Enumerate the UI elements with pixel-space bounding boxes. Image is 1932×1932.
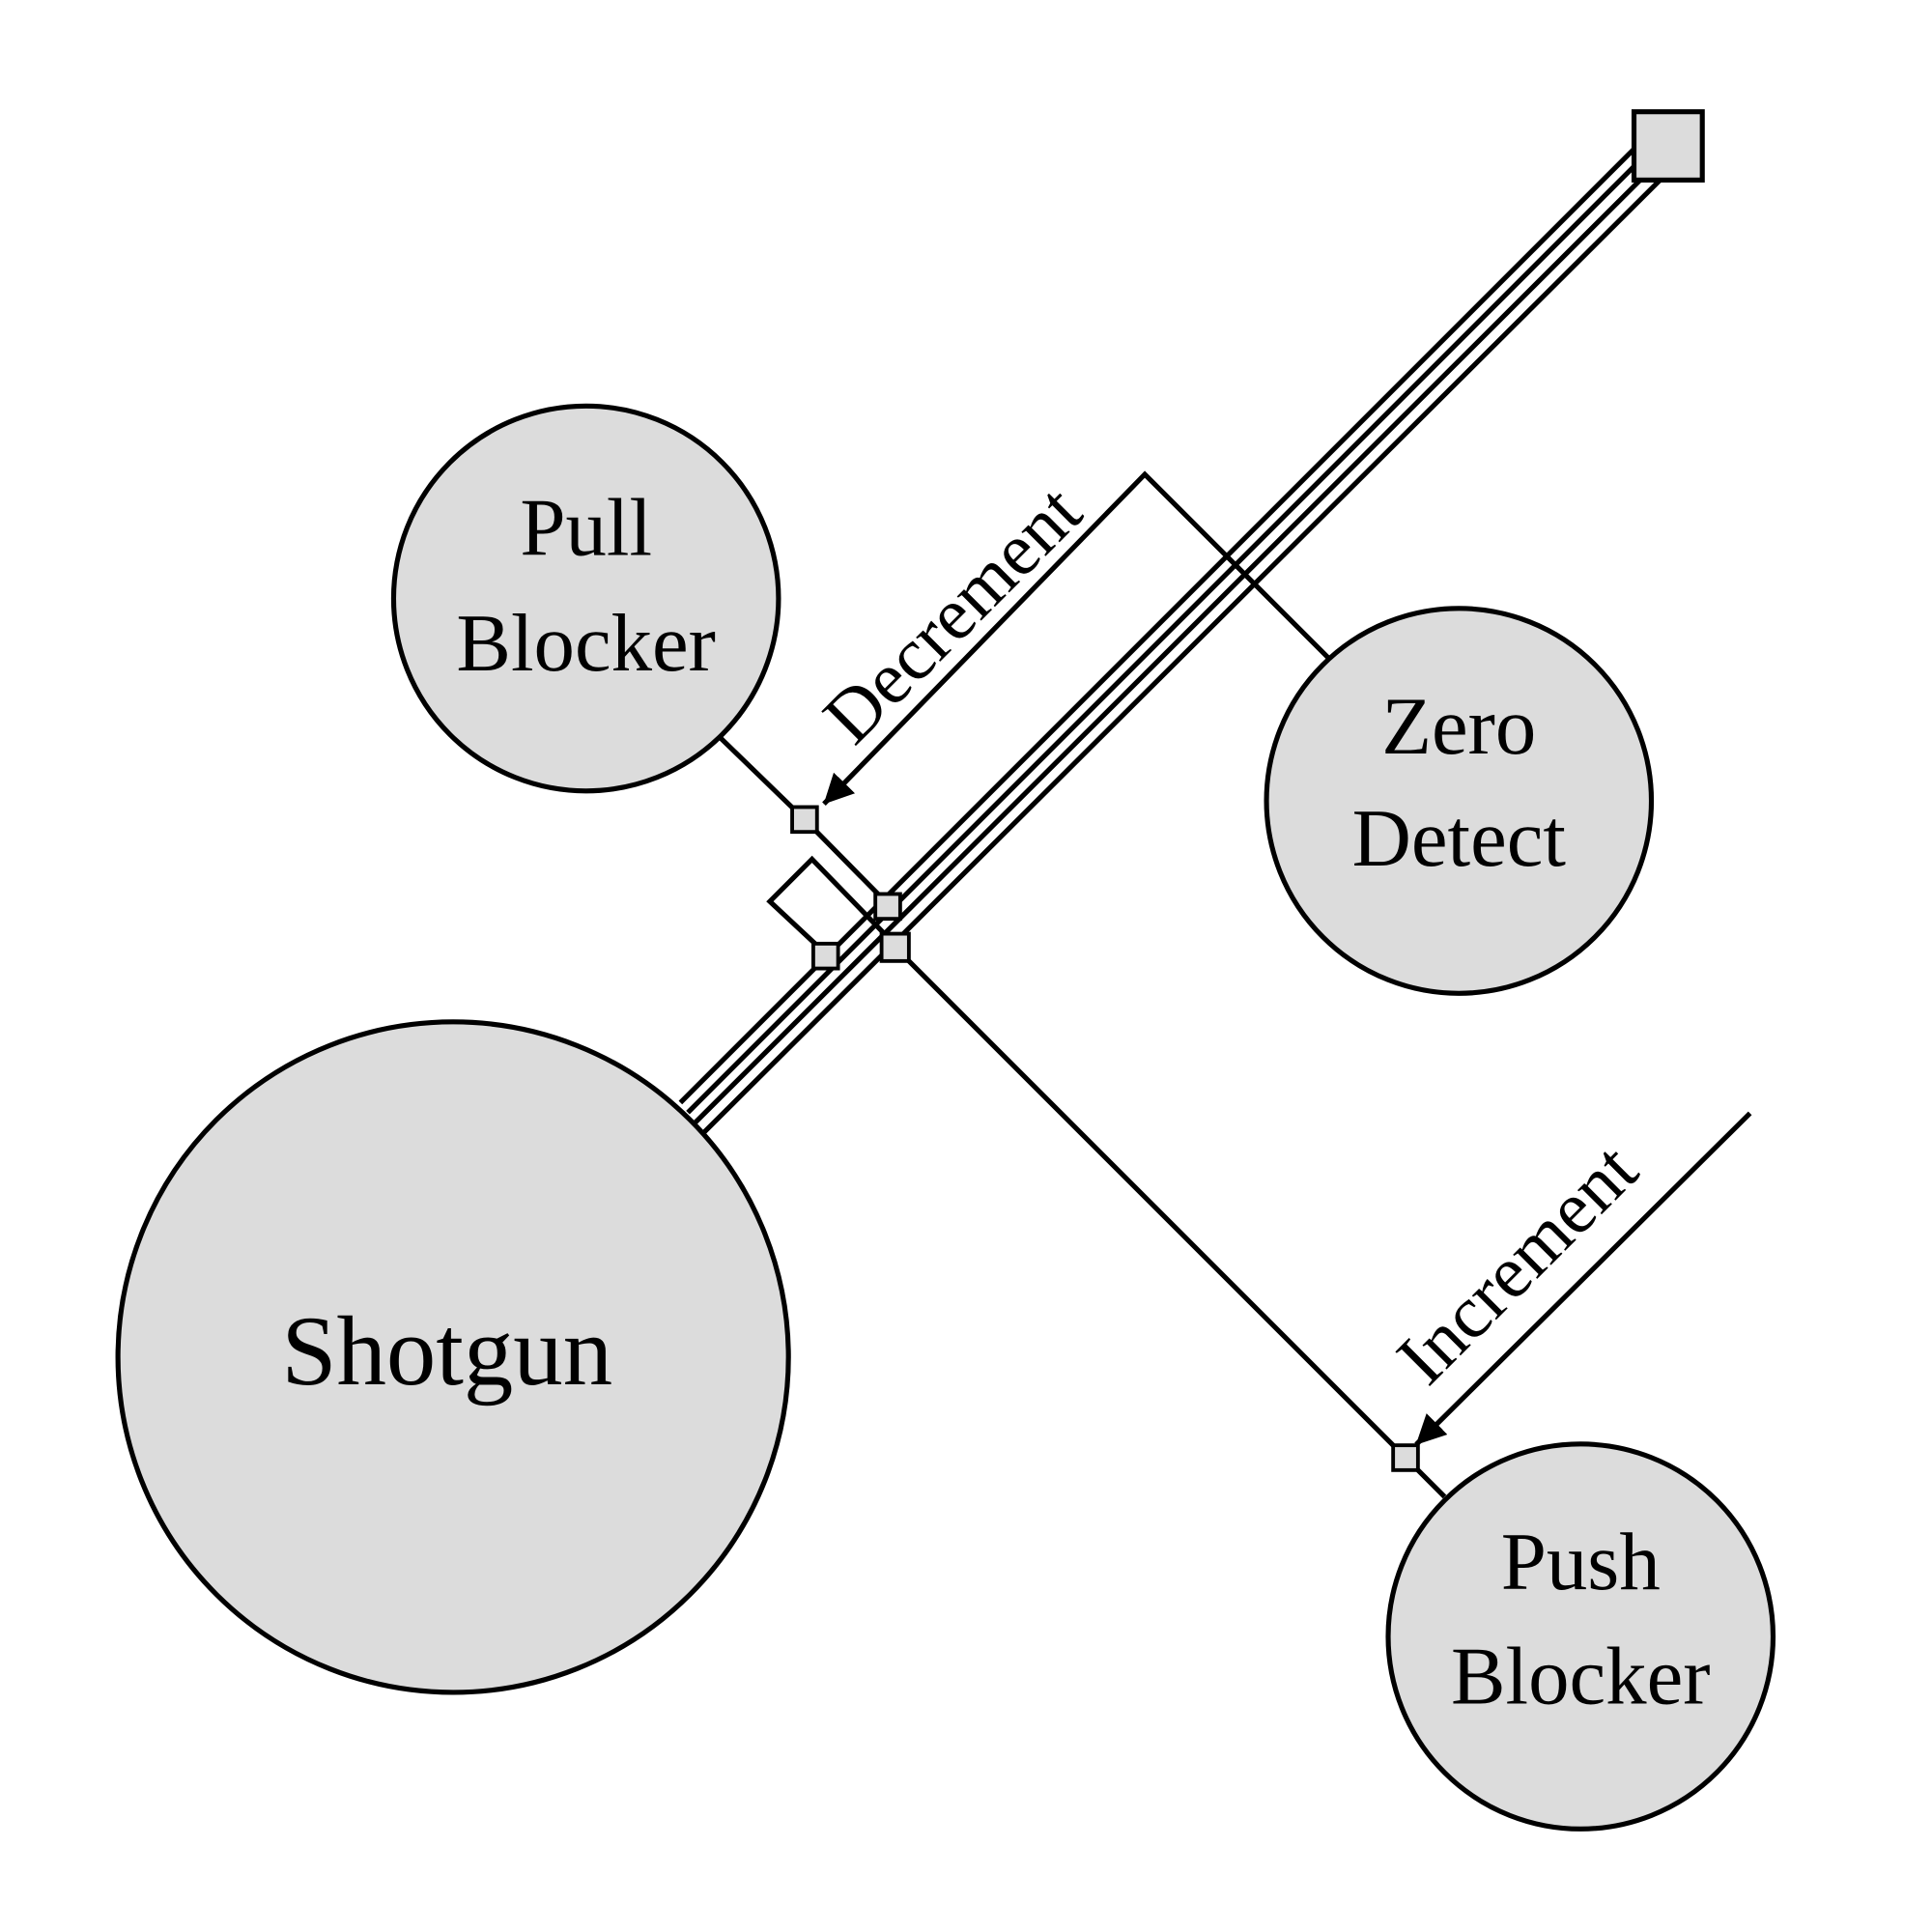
decrement-port [790, 805, 819, 835]
node-push-blocker[interactable]: Push Blocker [1385, 1441, 1776, 1832]
junction-port [879, 931, 911, 963]
node-shotgun[interactable]: Shotgun [115, 1019, 791, 1695]
decrement-label: Decrement [808, 469, 1097, 759]
node-pull-blocker[interactable]: Pull Blocker [390, 403, 781, 794]
node-label: Shotgun [281, 1296, 612, 1406]
node-label: Detect [1352, 793, 1567, 884]
node-label: Blocker [456, 598, 716, 689]
loop-port [810, 941, 840, 971]
loop-wire [766, 855, 898, 957]
node-label: Push [1501, 1517, 1661, 1607]
decrement-arrow [822, 470, 1332, 806]
data-bus [678, 144, 1668, 1135]
bus-tap-port [873, 892, 902, 922]
increment-port [1391, 1443, 1420, 1472]
node-label: Blocker [1451, 1631, 1711, 1721]
node-zero-detect[interactable]: Zero Detect [1264, 606, 1655, 996]
increment-arrow [1414, 1111, 1752, 1447]
node-label: Zero [1381, 681, 1536, 772]
increment-label: Increment [1380, 1127, 1653, 1400]
push-wire [890, 942, 1447, 1499]
bus-terminal [1631, 109, 1705, 183]
node-label: Pull [520, 483, 652, 574]
